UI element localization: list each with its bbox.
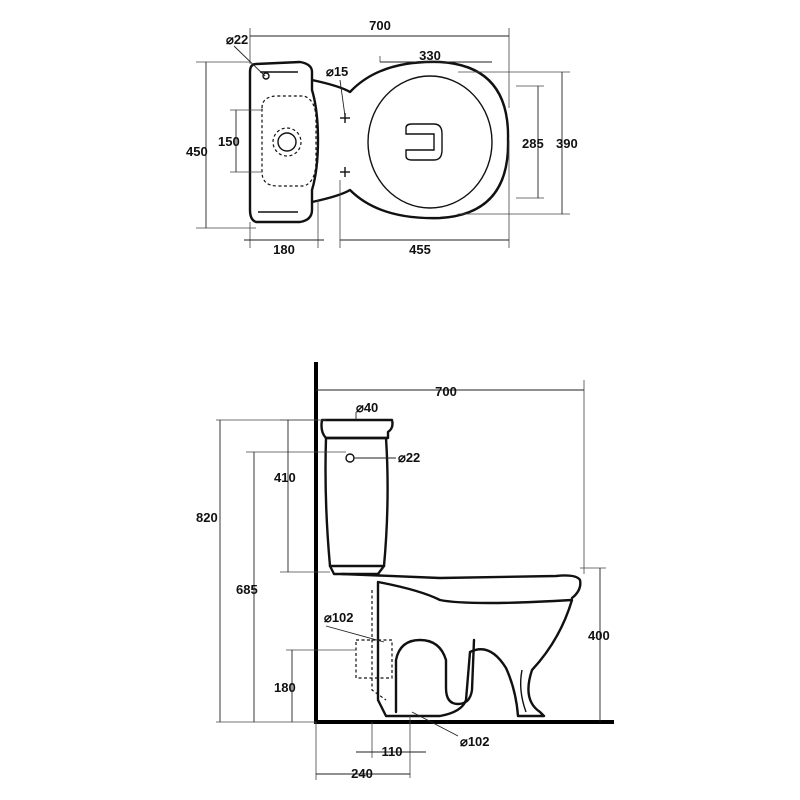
top-tank-inlet-hole-hidden <box>272 127 302 157</box>
top-view: 700 ⌀22 330 ⌀15 450 150 390 285 <box>186 18 578 257</box>
wall-and-floor <box>314 362 614 724</box>
dim-side-flush-button: ⌀40 <box>356 400 378 415</box>
dim-line <box>339 79 346 117</box>
side-bowl-front-foot <box>519 669 527 713</box>
dim-side-floor-outlet-distance: 240 <box>351 766 373 781</box>
dim-top-bowl-width-inner: 285 <box>522 136 544 151</box>
top-tank-inlet-hole <box>277 132 297 152</box>
dim-top-mounting-hole: ⌀15 <box>326 64 348 79</box>
side-tank-inlet <box>345 453 355 463</box>
top-bowl-water-outlet <box>405 123 443 161</box>
top-tank-inner-rim <box>258 71 298 213</box>
dim-top-overall-length: 700 <box>369 18 391 33</box>
top-tank-hidden-cistern <box>261 95 317 187</box>
dim-line <box>325 625 385 643</box>
side-bowl-body <box>376 580 574 718</box>
side-view: 700 ⌀40 ⌀22 820 685 410 ⌀102 180 400 <box>196 362 614 781</box>
side-hidden-outlet <box>355 639 393 679</box>
side-tank-lid <box>320 418 394 440</box>
dim-line <box>411 711 459 737</box>
dim-side-inlet-height: 685 <box>236 582 258 597</box>
dim-side-seat-height: 400 <box>588 628 610 643</box>
dim-top-overall-width: 450 <box>186 144 208 159</box>
top-tank-small-hole <box>262 72 270 80</box>
dim-side-water-inlet: ⌀22 <box>398 450 420 465</box>
dim-side-floor-outlet-offset: 110 <box>382 744 403 759</box>
side-tank-connector <box>328 564 386 576</box>
side-bowl-rim <box>340 572 582 600</box>
dim-side-overall-length: 700 <box>435 384 457 399</box>
dim-top-bowl-width-outer: 390 <box>556 136 578 151</box>
dim-side-floor-outlet: ⌀102 <box>460 734 490 749</box>
dim-top-bowl-depth: 455 <box>409 242 431 257</box>
dim-line <box>233 45 266 77</box>
top-bowl-outline <box>310 60 510 220</box>
dim-side-outlet-height: 180 <box>274 680 296 695</box>
side-hidden-downpipe <box>371 590 387 701</box>
side-tank-body <box>324 436 389 568</box>
top-bowl-opening <box>367 75 493 209</box>
dim-side-horizontal-outlet: ⌀102 <box>324 610 354 625</box>
dim-side-overall-height: 820 <box>196 510 218 525</box>
dim-side-tank-height: 410 <box>274 470 296 485</box>
dim-top-tank-depth: 180 <box>273 242 295 257</box>
side-bowl-trap <box>394 638 476 714</box>
dim-top-bowl-length: 330 <box>419 48 441 63</box>
dim-top-tank-hole: ⌀22 <box>226 32 248 47</box>
dim-top-inlet-offset: 150 <box>218 134 240 149</box>
top-mounting-holes <box>340 113 350 177</box>
top-tank-outline <box>248 60 320 224</box>
